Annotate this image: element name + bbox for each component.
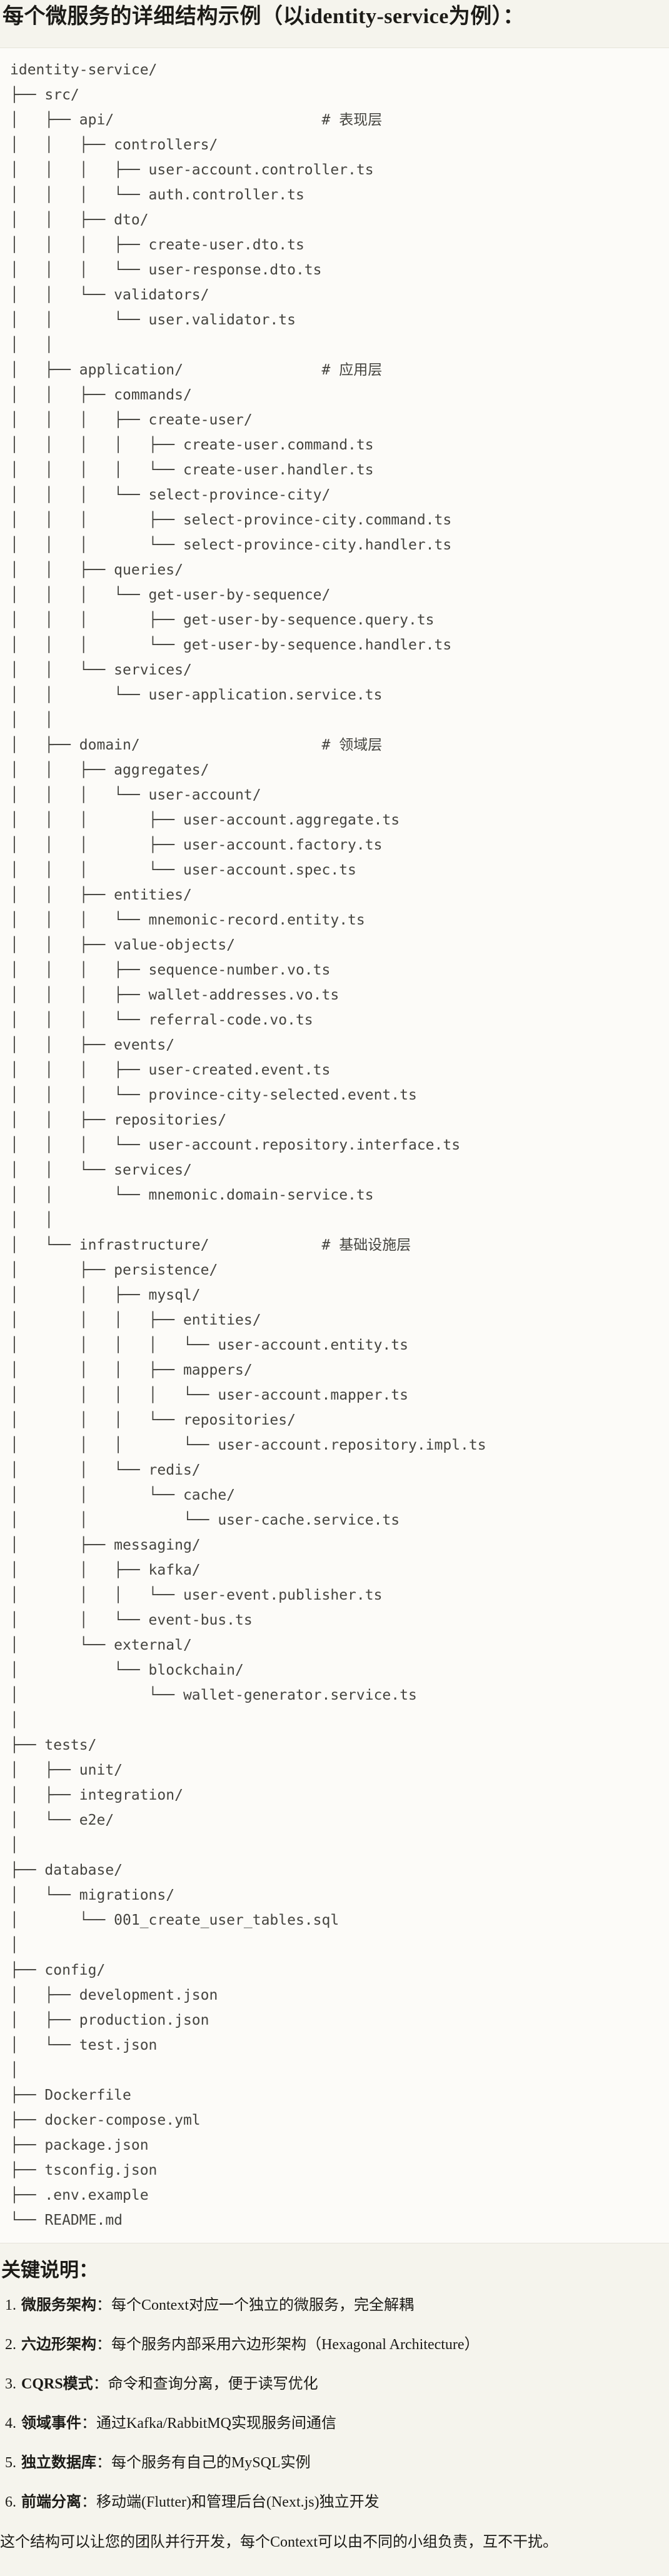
item-label: 独立数据库: [21, 2455, 96, 2471]
item-number: 1.: [5, 2297, 16, 2313]
list-item: 2. 六边形架构：每个服务内部采用六边形架构（Hexagonal Architec…: [5, 2335, 669, 2354]
document-page: 每个微服务的详细结构示例（以identity-service为例）： ident…: [0, 3, 669, 2552]
item-number: 3.: [5, 2376, 16, 2392]
item-label: 领域事件: [21, 2415, 81, 2432]
list-item: 6. 前端分离：移动端(Flutter)和管理后台(Next.js)独立开发: [5, 2493, 669, 2512]
item-number: 2.: [5, 2337, 16, 2353]
directory-tree: identity-service/ ├── src/ │ ├── api/ # …: [10, 62, 486, 2228]
item-number: 6.: [5, 2494, 16, 2510]
item-text: ：每个服务内部采用六边形架构（Hexagonal Architecture）: [96, 2337, 480, 2353]
item-text: ：每个服务有自己的MySQL实例: [96, 2455, 311, 2471]
item-label: 前端分离: [21, 2494, 81, 2510]
closing-paragraph: 这个结构可以让您的团队并行开发，每个Context可以由不同的小组负责，互不干扰…: [0, 2534, 558, 2550]
item-label: 微服务架构: [21, 2297, 96, 2313]
item-label: 六边形架构: [21, 2337, 96, 2353]
page-title: 每个微服务的详细结构示例（以identity-service为例）：: [3, 5, 525, 28]
item-label: CQRS模式: [21, 2376, 93, 2392]
item-text: ：通过Kafka/RabbitMQ实现服务间通信: [81, 2415, 336, 2432]
list-item: 4. 领域事件：通过Kafka/RabbitMQ实现服务间通信: [5, 2414, 669, 2433]
key-points-heading: 关键说明：: [1, 2259, 98, 2281]
list-item: 3. CQRS模式：命令和查询分离，便于读写优化: [5, 2375, 669, 2393]
code-block: identity-service/ ├── src/ │ ├── api/ # …: [0, 48, 669, 2243]
item-number: 5.: [5, 2455, 16, 2471]
item-text: ：命令和查询分离，便于读写优化: [93, 2376, 318, 2392]
item-text: ：移动端(Flutter)和管理后台(Next.js)独立开发: [81, 2494, 380, 2510]
item-text: ：每个Context对应一个独立的微服务，完全解耦: [96, 2297, 414, 2313]
list-item: 5. 独立数据库：每个服务有自己的MySQL实例: [5, 2453, 669, 2472]
item-number: 4.: [5, 2415, 16, 2432]
list-item: 1. 微服务架构：每个Context对应一个独立的微服务，完全解耦: [5, 2296, 669, 2315]
